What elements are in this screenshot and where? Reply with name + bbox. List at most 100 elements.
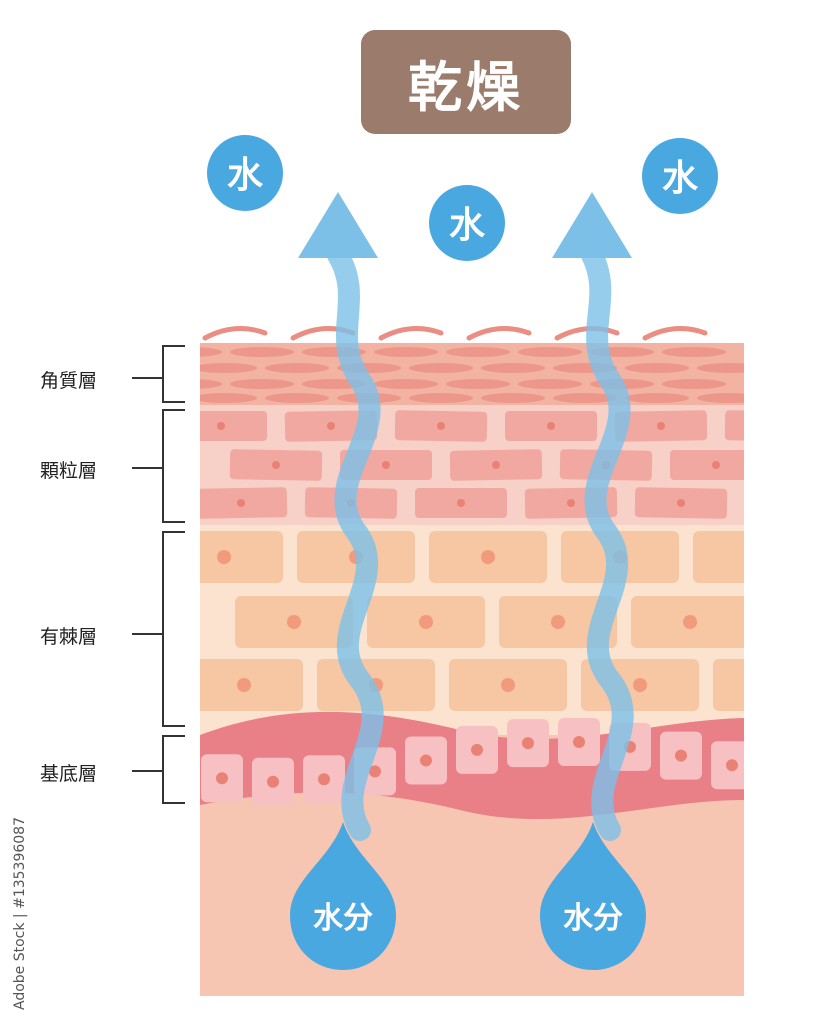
corneum-cell (625, 363, 689, 373)
corneum-cell (625, 393, 689, 403)
svg-text:水分: 水分 (563, 901, 623, 936)
granular-cell (745, 488, 832, 518)
label-stratum-corneum: 角質層 (40, 370, 98, 392)
cell-nucleus (683, 615, 697, 629)
cell-nucleus (457, 499, 465, 507)
spinous-cell (763, 596, 832, 648)
cell-nucleus (318, 773, 330, 786)
corneum-cell (200, 347, 222, 357)
cell-nucleus (420, 754, 432, 767)
corneum-cell (697, 393, 744, 403)
stock-watermark: Adobe Stock | #135396087 (12, 817, 28, 1010)
cell-nucleus (382, 461, 390, 469)
cell-nucleus (327, 422, 335, 430)
cell-nucleus (551, 615, 565, 629)
corneum-cell (230, 347, 294, 357)
granular-cell (724, 410, 744, 442)
bracket-basal (132, 735, 185, 804)
granular-cell (670, 450, 744, 480)
cell-nucleus (767, 422, 775, 430)
skin-flake (378, 326, 444, 341)
corneum-cell (409, 363, 473, 373)
corneum-cell (481, 393, 545, 403)
cell-nucleus (633, 678, 647, 692)
label-granular-layer: 顆粒層 (40, 460, 98, 482)
cell-nucleus (712, 461, 720, 469)
cell-nucleus (217, 422, 225, 430)
corneum-cell (446, 379, 510, 389)
cell-nucleus (217, 550, 231, 564)
corneum-cell (230, 379, 294, 389)
cell-nucleus (501, 678, 515, 692)
corneum-cell (662, 379, 726, 389)
page-title: 乾燥 (361, 30, 571, 134)
cell-nucleus (675, 749, 687, 762)
spinous-cell (200, 659, 303, 711)
svg-text:水分: 水分 (313, 901, 373, 936)
cell-nucleus (419, 615, 433, 629)
cell-nucleus (481, 550, 495, 564)
cell-nucleus (745, 550, 759, 564)
skin-flake (202, 326, 268, 341)
cell-nucleus (492, 461, 500, 469)
cell-nucleus (657, 422, 665, 430)
corneum-cell (518, 379, 582, 389)
cell-nucleus (726, 759, 738, 772)
corneum-cell (265, 393, 329, 403)
bracket-granular (132, 409, 185, 523)
granular-cell (200, 411, 267, 441)
corneum-cell (200, 379, 222, 389)
cell-nucleus (677, 499, 685, 507)
skin-flake (642, 326, 708, 341)
cell-nucleus (437, 422, 445, 430)
arrow-head-icon (298, 192, 378, 258)
corneum-cell (662, 347, 726, 357)
cell-nucleus (237, 678, 251, 692)
cell-nucleus (573, 736, 585, 749)
corneum-cell (481, 363, 545, 373)
corneum-cell (553, 393, 617, 403)
skin-flake (466, 326, 532, 341)
bracket-spinous (132, 531, 185, 727)
cell-nucleus (216, 772, 228, 785)
cell-nucleus (547, 422, 555, 430)
corneum-cell (265, 363, 329, 373)
cell-nucleus (267, 775, 279, 788)
spinous-cell (713, 659, 744, 711)
corneum-cell (374, 347, 438, 357)
corneum-cell (518, 347, 582, 357)
label-spinous-layer: 有棘層 (40, 626, 98, 648)
cell-nucleus (272, 461, 280, 469)
cell-nucleus (471, 743, 483, 756)
corneum-cell (446, 347, 510, 357)
corneum-cell (697, 363, 744, 373)
cell-nucleus (787, 499, 795, 507)
moisture-arrow-right (581, 244, 634, 841)
cell-nucleus (765, 678, 779, 692)
svg-text:水: 水 (227, 155, 264, 196)
corneum-cell (200, 363, 257, 373)
water-bubble: 水 (429, 185, 505, 261)
bracket-corneum (132, 345, 185, 403)
cell-nucleus (237, 499, 245, 507)
spinous-cell (200, 531, 283, 583)
cell-nucleus (287, 615, 301, 629)
water-drop-icon: 水分 (290, 822, 396, 970)
label-basal-layer: 基底層 (40, 763, 98, 785)
cell-nucleus (567, 499, 575, 507)
corneum-cell (409, 393, 473, 403)
spinous-cell (693, 531, 744, 583)
cell-nucleus (522, 737, 534, 750)
water-bubble: 水 (207, 135, 283, 211)
svg-text:水: 水 (662, 158, 699, 199)
water-drop-icon: 水分 (540, 822, 646, 970)
svg-text:水: 水 (449, 205, 486, 246)
water-bubble: 水 (642, 138, 718, 214)
corneum-cell (374, 379, 438, 389)
moisture-arrow-left (327, 244, 384, 841)
arrow-head-icon (552, 192, 632, 258)
corneum-cell (200, 393, 257, 403)
cell-nucleus (369, 765, 381, 778)
